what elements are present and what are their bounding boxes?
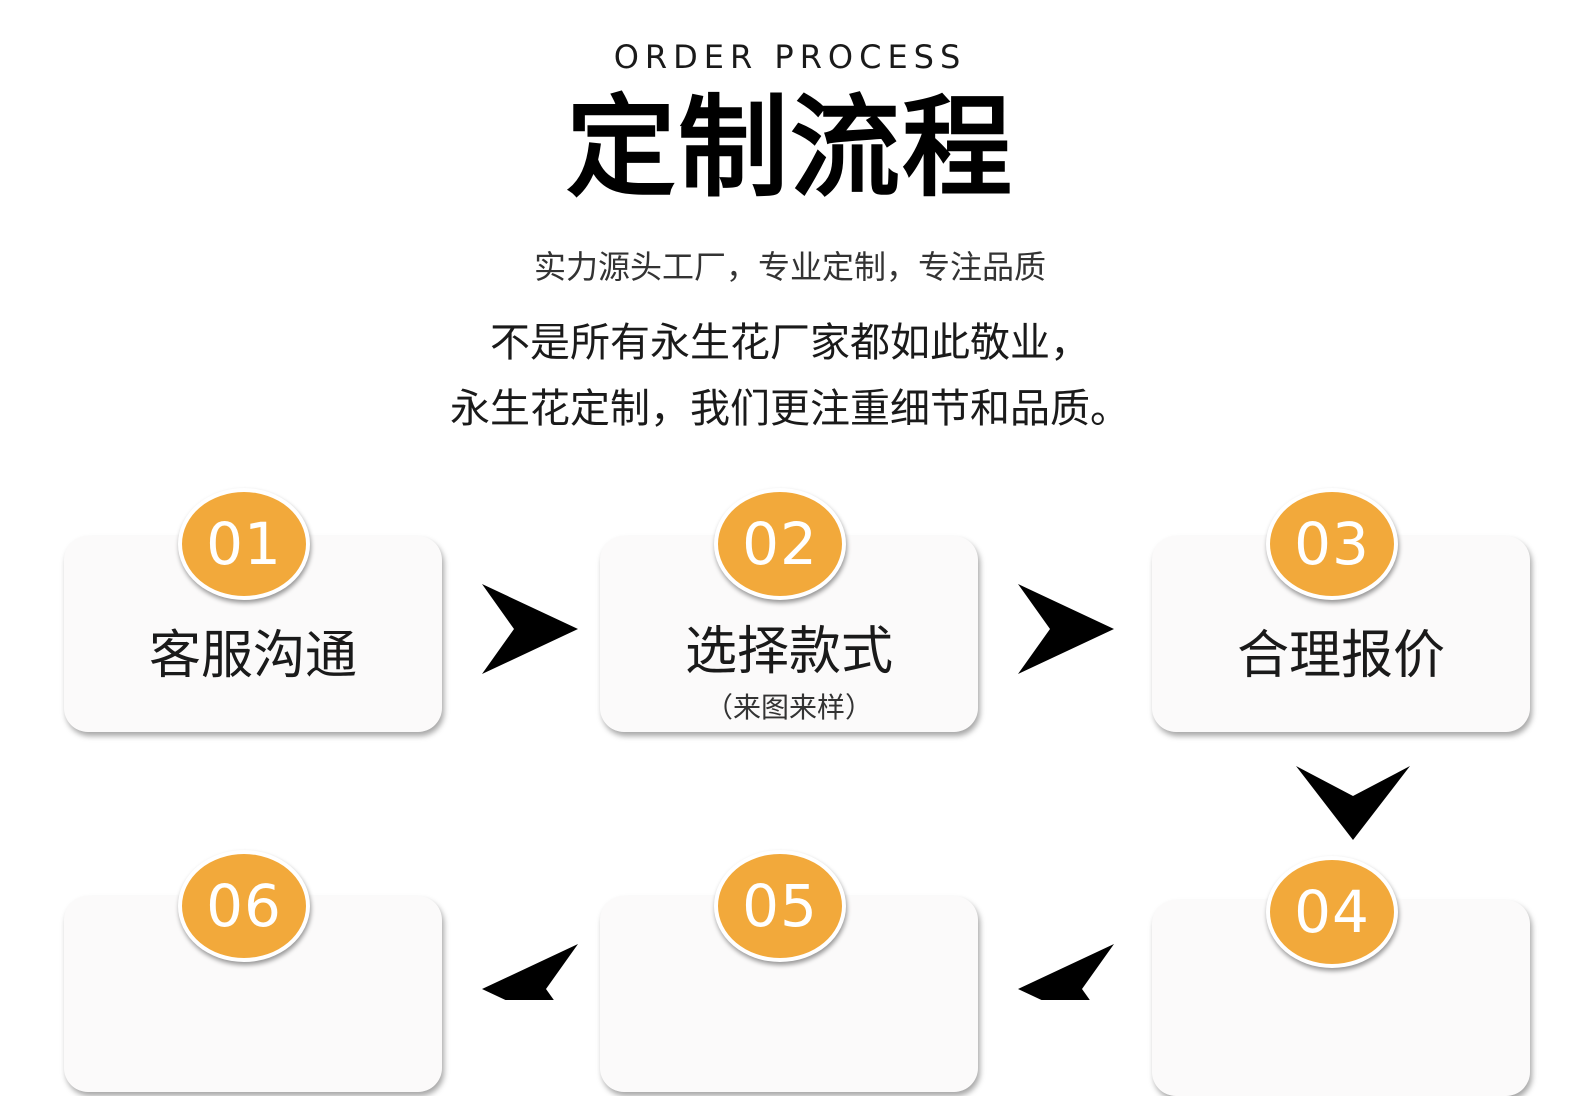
step-number-badge: 03: [1266, 488, 1398, 600]
page-title: 定制流程: [566, 84, 1014, 212]
arrow-right-icon: [1018, 584, 1114, 674]
step-label: 合理报价: [1236, 626, 1445, 686]
step-label: 客服沟通: [148, 626, 357, 686]
arrow-left-icon: [1018, 944, 1114, 1000]
step-label: 选择款式: [684, 622, 893, 682]
step-card-02: 选择款式 （来图来样）: [600, 536, 978, 732]
step-number-badge: 02: [714, 488, 846, 600]
arrow-left-icon: [482, 944, 578, 1000]
english-title: ORDER PROCESS: [613, 38, 967, 76]
step-sublabel: （来图来样）: [704, 691, 873, 724]
step-number-badge: 05: [714, 850, 846, 962]
description-line-2: 永生花定制，我们更注重细节和品质。: [450, 386, 1130, 432]
arrow-down-icon: [1296, 766, 1410, 840]
description-line-1: 不是所有永生花厂家都如此敬业，: [490, 320, 1090, 366]
step-number-badge: 04: [1266, 856, 1398, 968]
step-number-badge: 06: [178, 850, 310, 962]
step-number-badge: 01: [178, 488, 310, 600]
arrow-right-icon: [482, 584, 578, 674]
tagline: 实力源头工厂，专业定制，专注品质: [533, 248, 1046, 286]
